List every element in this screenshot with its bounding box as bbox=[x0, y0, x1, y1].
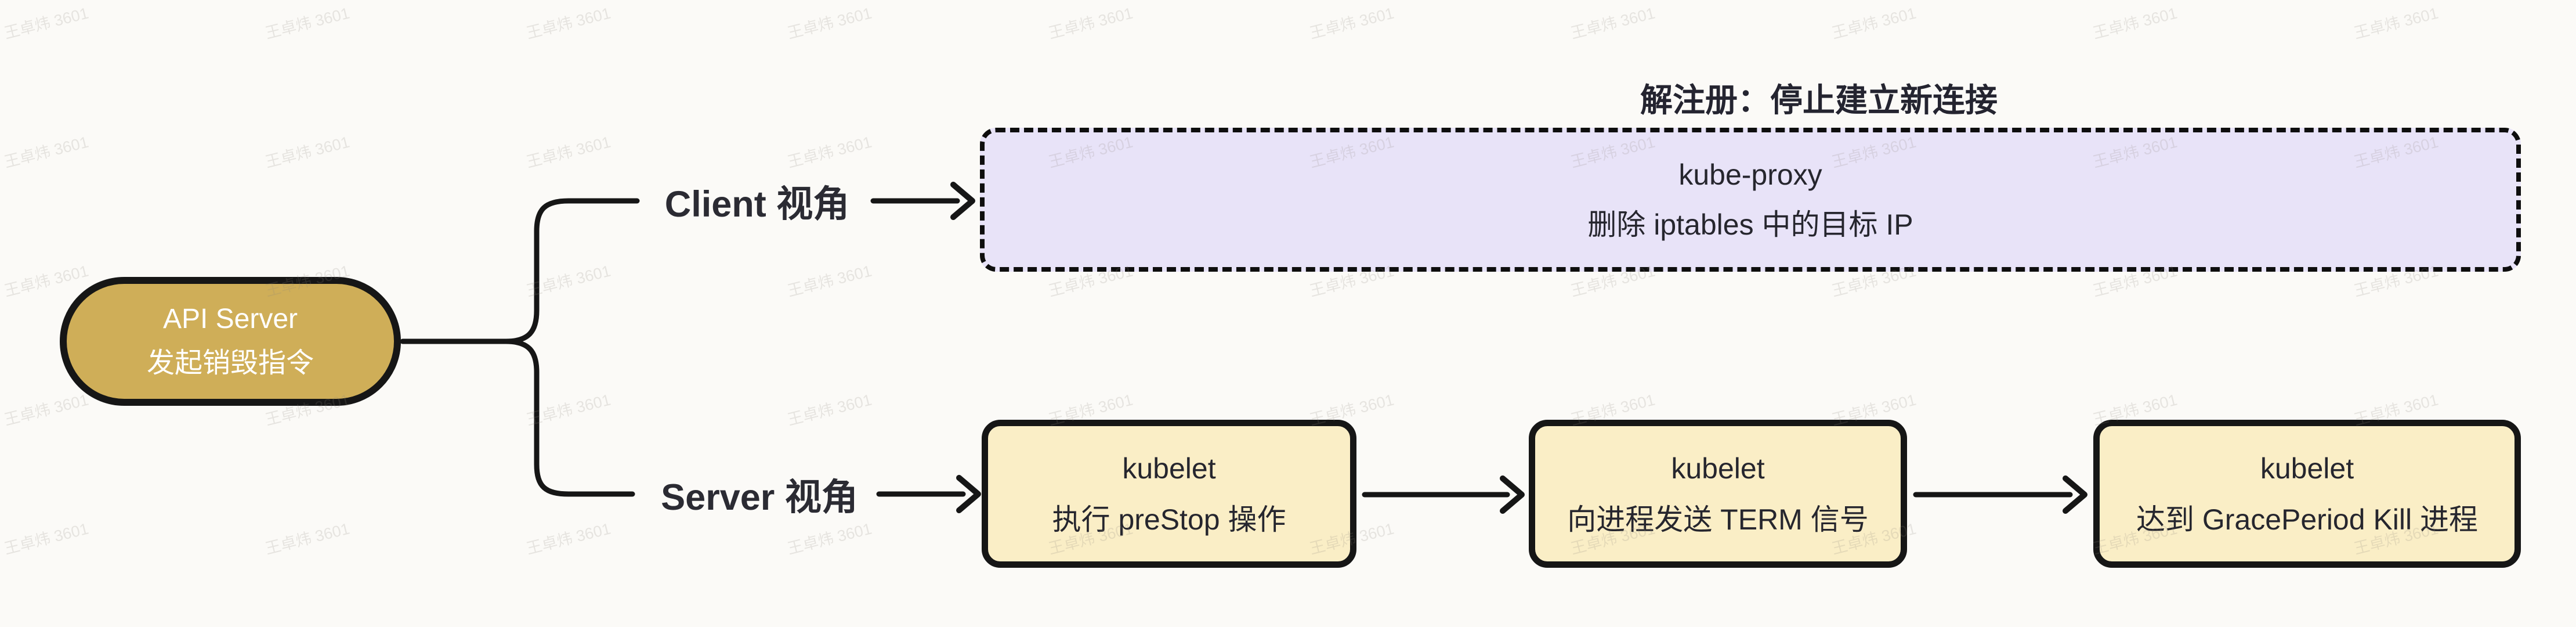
root-node-subtitle: 发起销毁指令 bbox=[146, 348, 314, 379]
step-node-graceperiod-kill: kubelet 达到 GracePeriod Kill 进程 bbox=[2093, 420, 2521, 568]
step-node-prestop: kubelet 执行 preStop 操作 bbox=[982, 420, 1356, 568]
server-arrowhead-icon bbox=[956, 475, 981, 513]
client-note-label: 解注册：停止建立新连接 bbox=[1640, 82, 1998, 118]
server-branch-line bbox=[503, 338, 635, 497]
step-node-term-signal: kubelet 向进程发送 TERM 信号 bbox=[1529, 420, 1907, 568]
client-arrowhead-icon bbox=[950, 182, 975, 220]
root-node-title: API Server bbox=[162, 304, 298, 334]
client-branch-label: Client 视角 bbox=[664, 183, 850, 225]
server-branch-label: Server 视角 bbox=[661, 477, 858, 518]
step2-step3-arrowhead-icon bbox=[2063, 475, 2087, 514]
kube-proxy-node: kube-proxy 删除 iptables 中的目标 IP bbox=[980, 128, 2521, 272]
root-node-api-server: API Server 发起销毁指令 bbox=[60, 277, 401, 406]
step-node-title: kubelet bbox=[1122, 452, 1216, 485]
kube-proxy-node-detail: 删除 iptables 中的目标 IP bbox=[1587, 208, 1913, 241]
kube-proxy-node-title: kube-proxy bbox=[1678, 158, 1822, 191]
step-node-detail: 向进程发送 TERM 信号 bbox=[1567, 503, 1869, 536]
step-node-title: kubelet bbox=[1671, 452, 1765, 485]
step-node-detail: 达到 GracePeriod Kill 进程 bbox=[2136, 503, 2479, 536]
step-node-detail: 执行 preStop 操作 bbox=[1052, 503, 1286, 536]
step1-step2-arrowhead-icon bbox=[1500, 475, 1525, 514]
client-branch-line bbox=[503, 198, 640, 344]
step-node-title: kubelet bbox=[2260, 452, 2354, 485]
